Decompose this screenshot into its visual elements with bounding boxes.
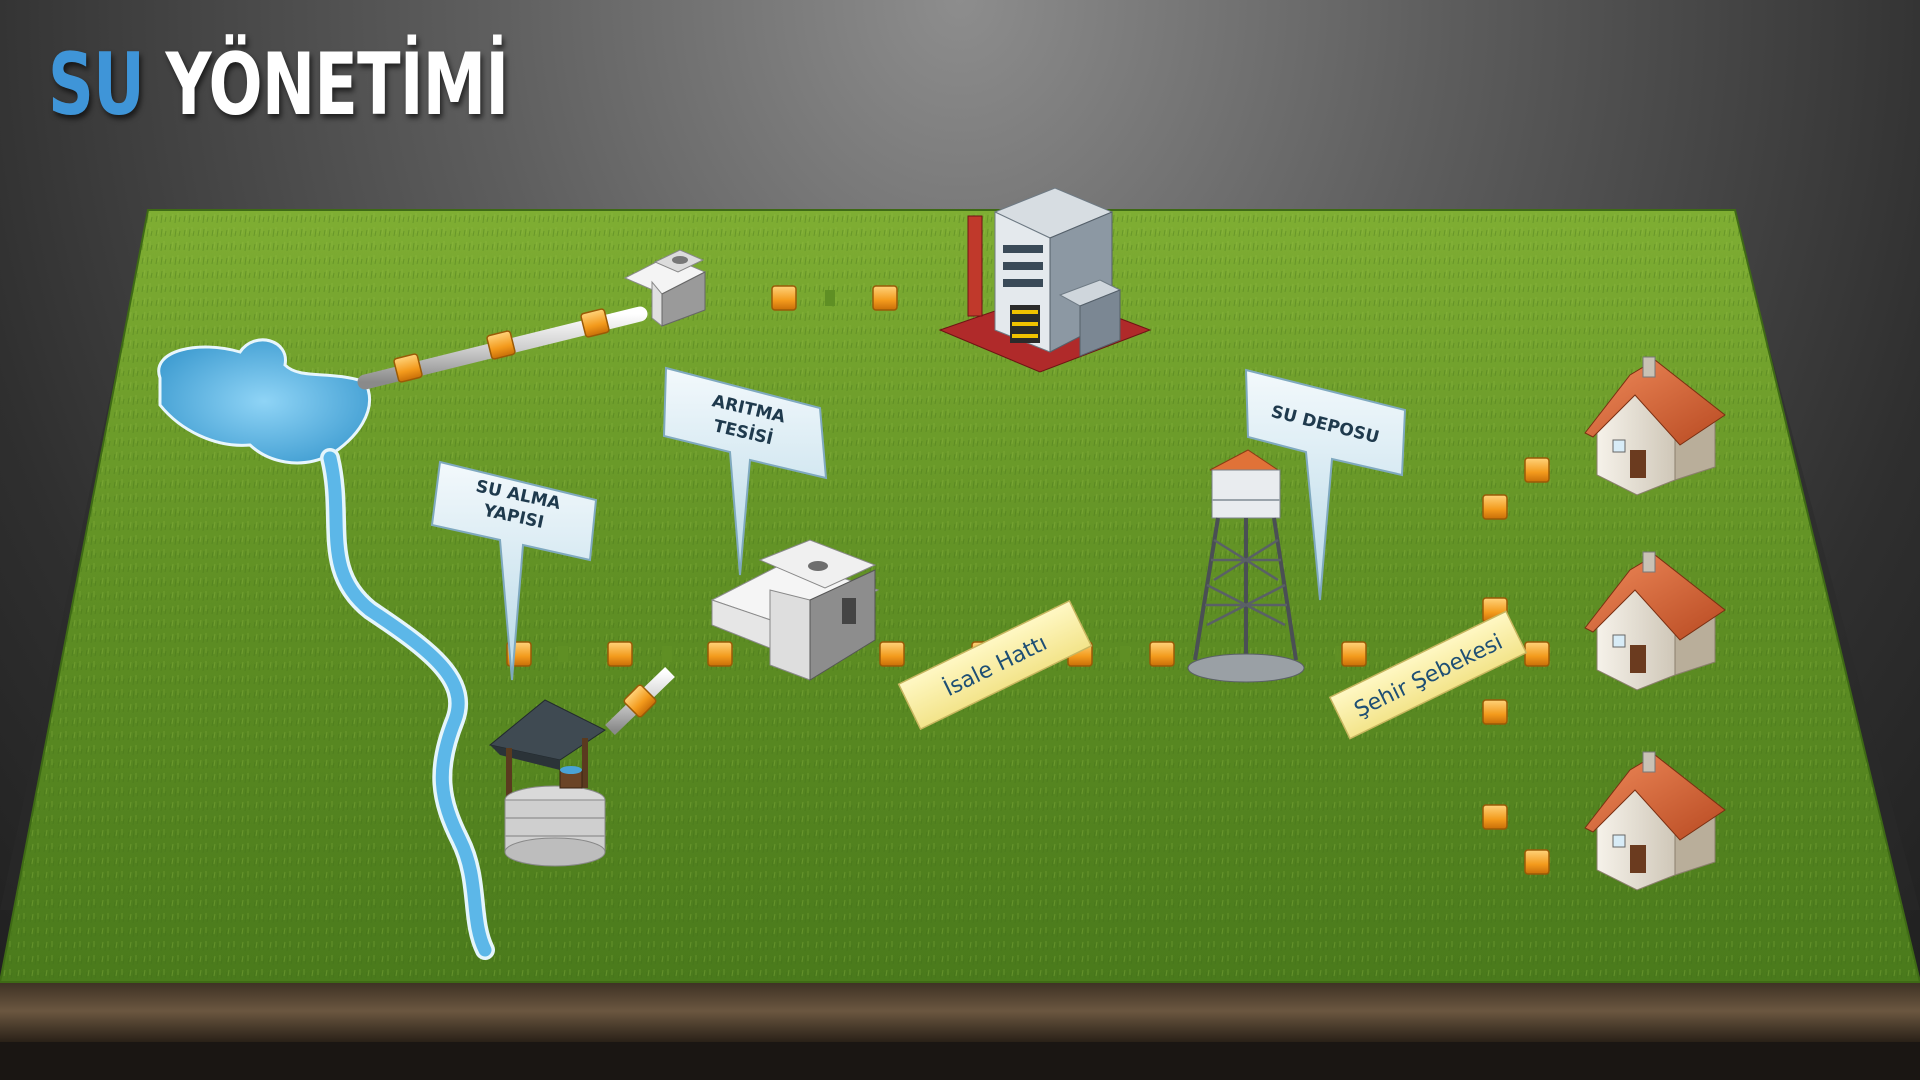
factory-building: [938, 187, 1152, 373]
pipe-joints: [393, 285, 1550, 875]
house-top: [1584, 356, 1726, 496]
page-title: SU YÖNETİMİ: [48, 42, 509, 128]
water-tower: [1187, 449, 1305, 683]
title-accent: SU: [48, 35, 145, 135]
title-main: YÖNETİMİ: [165, 35, 509, 135]
house-middle: [1584, 551, 1726, 691]
callout-treatment: ARITMA TESİSİ: [662, 366, 828, 576]
callout-tank: SU DEPOSU: [1244, 368, 1407, 601]
pump-house: [623, 249, 707, 328]
water-well: [488, 699, 606, 867]
callout-intake: SU ALMA YAPISI: [430, 460, 598, 681]
ground-board: [0, 209, 1920, 1080]
house-bottom: [1584, 751, 1726, 891]
treatment-building: [710, 539, 880, 681]
